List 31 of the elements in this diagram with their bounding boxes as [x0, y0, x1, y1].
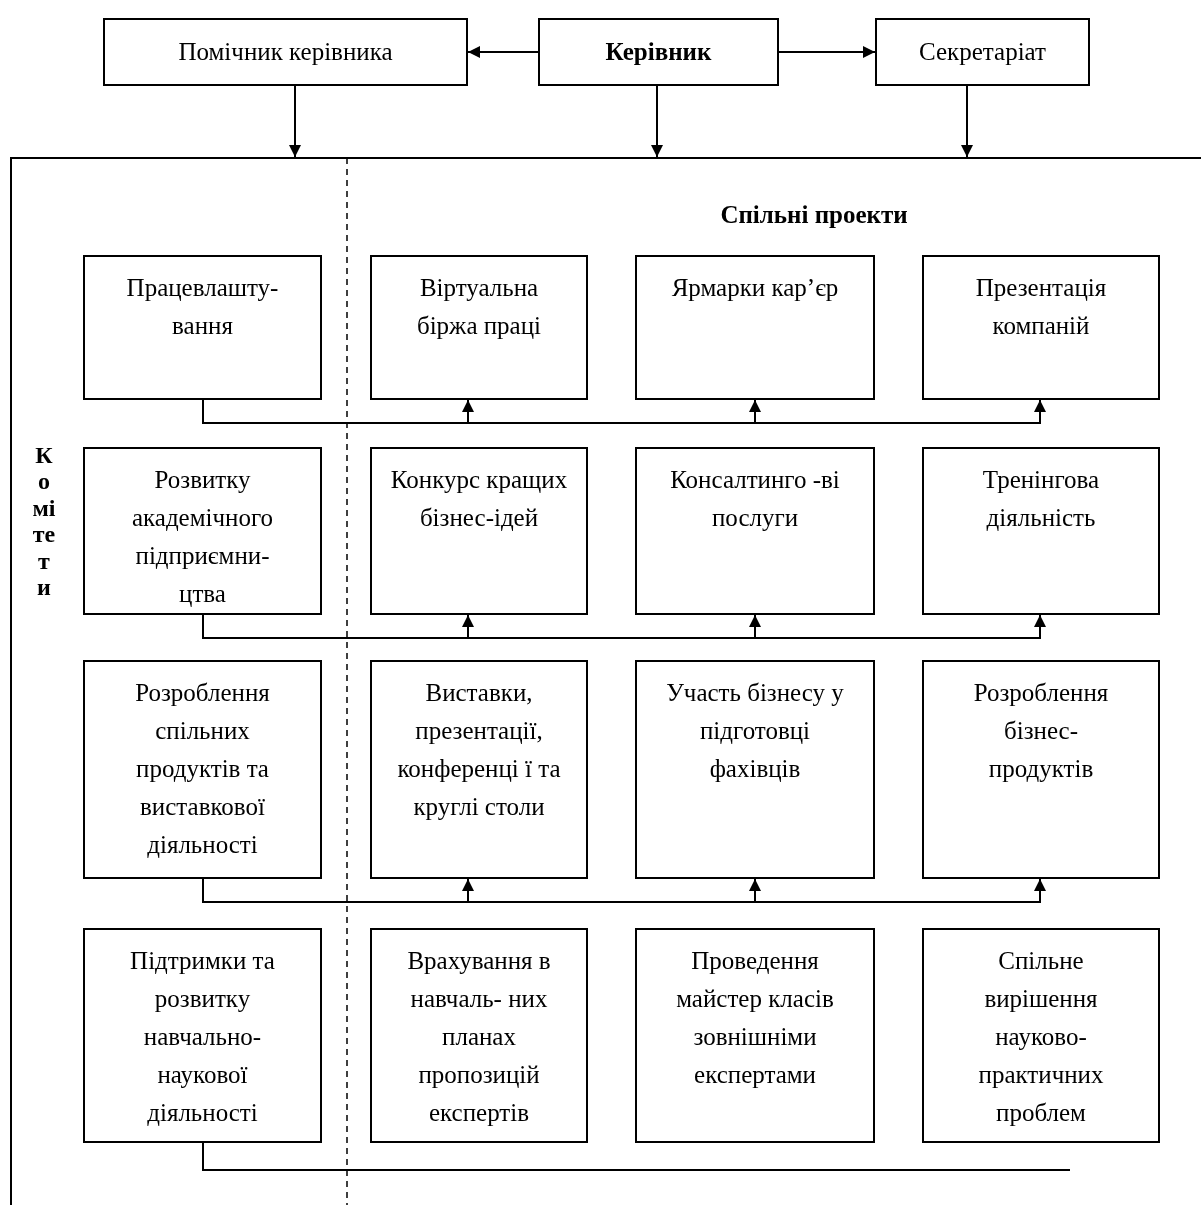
process-box: Помічник керівника — [103, 18, 468, 86]
process-box: Спільне вирішення науково- практичних проблем — [922, 928, 1160, 1143]
process-box: Участь бізнесу у підготовці фахівців — [635, 660, 875, 879]
process-box: Розроблення бізнес- продуктів — [922, 660, 1160, 879]
committee-frame — [10, 157, 1201, 1205]
process-box: Тренінгова діяльність — [922, 447, 1160, 615]
arrow — [202, 399, 1046, 424]
process-box: Консалтинго -ві послуги — [635, 447, 875, 615]
vertical-heading: Комітети — [32, 442, 56, 601]
arrow — [202, 878, 1046, 903]
process-box: Ярмарки кар’єр — [635, 255, 875, 400]
arrow — [289, 85, 301, 158]
process-box: Врахування в навчаль- них планах пропозицій експертів — [370, 928, 588, 1143]
process-box: Розвитку академічного підприємни- цтва — [83, 447, 322, 615]
arrow — [961, 85, 973, 158]
process-box: Проведення майстер класів зовнішніми експертами — [635, 928, 875, 1143]
process-box: Віртуальна біржа праці — [370, 255, 588, 400]
arrow — [778, 46, 876, 58]
process-box: Презентація компаній — [922, 255, 1160, 400]
process-box: Конкурс кращих бізнес-ідей — [370, 447, 588, 615]
arrow — [467, 46, 539, 58]
process-box: Підтримки та розвитку навчально- наукової діяльності — [83, 928, 322, 1143]
process-box: Виставки, презентації, конференці ї та круглі столи — [370, 660, 588, 879]
arrow — [202, 614, 1046, 639]
process-box: Секретаріат — [875, 18, 1090, 86]
connector-line — [202, 1142, 1071, 1171]
arrow — [651, 85, 663, 158]
process-box: Працевлашту- вання — [83, 255, 322, 400]
process-box: Розроблення спільних продуктів та виставкової діяльності — [83, 660, 322, 879]
section-heading: Спільні проекти — [720, 201, 908, 229]
process-box: Керівник — [538, 18, 779, 86]
